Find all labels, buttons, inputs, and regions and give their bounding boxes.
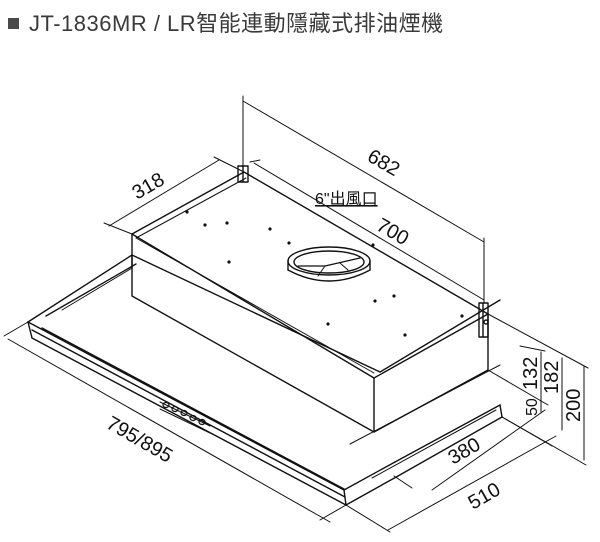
dim-380: 380: [445, 434, 485, 470]
dim-200: 200: [563, 389, 585, 422]
duct-outlet: [287, 246, 371, 282]
upper-box: [131, 165, 489, 433]
dim-132: 132: [520, 357, 542, 390]
dim-50: 50: [524, 398, 541, 416]
dimension-lines: [3, 95, 589, 533]
dim-700: 700: [373, 214, 413, 250]
dim-682: 682: [364, 145, 404, 181]
page-title: JT-1836MR / LR智能連動隱藏式排油煙機: [29, 11, 444, 36]
dim-318: 318: [129, 169, 169, 205]
bullet-square-icon: [8, 17, 19, 29]
screw-dots: [185, 210, 464, 337]
dim-182: 182: [541, 361, 563, 394]
header: JT-1836MR / LR智能連動隱藏式排油煙機: [8, 6, 444, 38]
hood-body: [27, 254, 503, 506]
dim-outlet: 6"出風口: [315, 190, 378, 208]
dimension-labels: 682 318 6"出風口 700 795/895 380 510 50 132…: [103, 145, 586, 514]
control-buttons: [162, 401, 206, 426]
dim-795-895: 795/895: [103, 412, 177, 467]
